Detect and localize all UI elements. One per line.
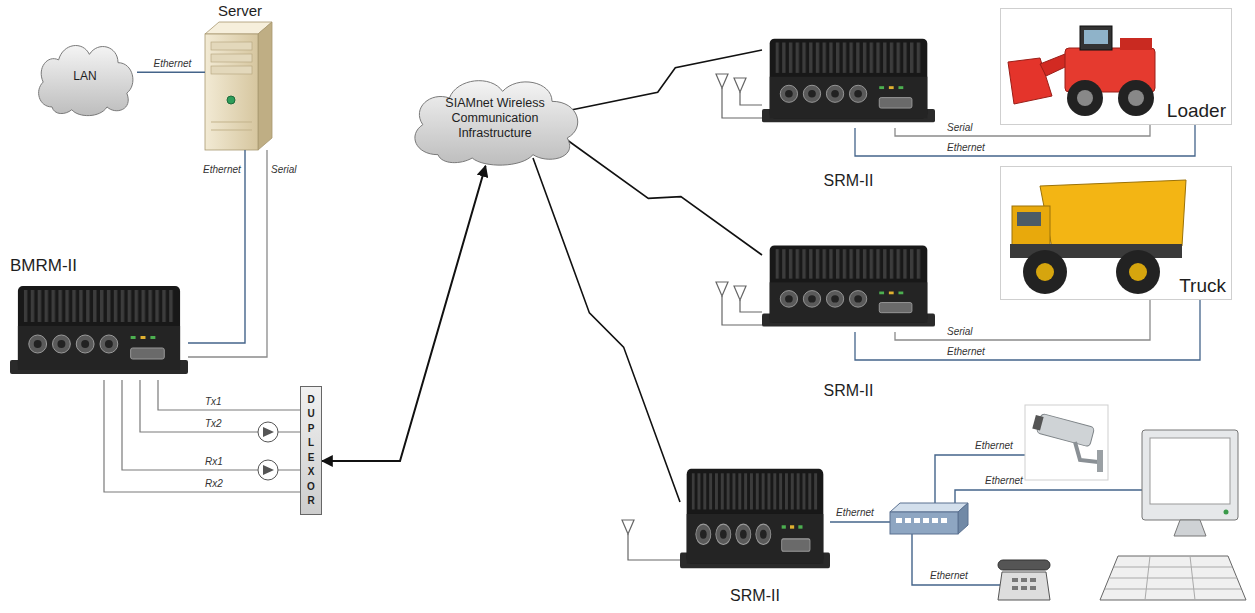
connector [855, 300, 1200, 360]
cable-label: Ethernet [975, 440, 1013, 452]
connector [137, 72, 205, 73]
edge-label: Serial [271, 164, 297, 176]
loader-illustration [1008, 26, 1155, 116]
node-heading: Server [218, 2, 262, 19]
connector [188, 150, 245, 343]
connector [158, 380, 300, 410]
cable-label: Ethernet [930, 570, 968, 582]
phone-illustration [998, 560, 1050, 600]
computer-illustration [1100, 430, 1246, 600]
connector [895, 125, 1150, 136]
network-cloud: SIAMnet Wireless Communication Infrastru… [400, 68, 590, 168]
radio-device [680, 469, 830, 568]
server-box: Server [205, 22, 275, 150]
radio-modem: SRM-II [762, 240, 935, 332]
edge-label: Ethernet [154, 58, 192, 70]
edge-label: Ethernet [947, 346, 985, 358]
cable-label: Ethernet [985, 475, 1023, 487]
lan-cloud: LAN [30, 35, 140, 118]
cloud-label: LAN [73, 69, 96, 83]
edge-label: Tx2 [205, 418, 222, 430]
connector [140, 380, 300, 432]
antenna [622, 74, 762, 560]
base-radio-modem: BMRM-II [10, 280, 188, 380]
server-tower [205, 22, 272, 150]
duplexor-label: DUPLEXOR [306, 393, 316, 509]
loader-frame: Loader [1000, 8, 1232, 125]
cloud-shape [39, 46, 133, 116]
vehicle-label: Loader [1167, 100, 1226, 122]
cable-label: Ethernet [836, 507, 874, 519]
truck-frame: Truck [1000, 166, 1232, 300]
node-heading: SRM-II [824, 382, 874, 400]
radio-device [762, 246, 935, 327]
radio-modem: SRM-II [762, 33, 935, 128]
base-radio-device [10, 286, 188, 374]
camera-illustration [1025, 405, 1108, 480]
truck-illustration [1010, 180, 1186, 294]
edge-label: Serial [947, 122, 973, 134]
edge-label: Ethernet [203, 164, 241, 176]
connector [104, 380, 300, 492]
connector [322, 166, 486, 461]
node-heading: SRM-II [730, 587, 780, 605]
connector [895, 300, 1150, 340]
vehicle-label: Truck [1179, 275, 1226, 297]
edge-label: Serial [947, 326, 973, 338]
connector [533, 158, 680, 502]
edge-label: Ethernet [947, 142, 985, 154]
duplexor-box: DUPLEXOR [300, 386, 322, 515]
network-switch [890, 503, 968, 534]
connector [567, 140, 762, 255]
cloud-shape [415, 81, 578, 165]
node-heading: BMRM-II [10, 256, 77, 276]
connector [571, 50, 762, 110]
edge-label: Rx1 [205, 456, 223, 468]
edge-label: Tx1 [205, 396, 222, 408]
radio-modem: SRM-II [680, 462, 830, 575]
node-heading: SRM-II [824, 172, 874, 190]
cloud-label: SIAMnet Wireless Communication Infrastru… [420, 96, 570, 141]
radio-device [762, 39, 935, 123]
connector [855, 125, 1195, 156]
connector [188, 150, 267, 357]
amplifier-symbol [258, 422, 278, 480]
connector [122, 380, 300, 470]
edge-label: Rx2 [205, 478, 223, 490]
